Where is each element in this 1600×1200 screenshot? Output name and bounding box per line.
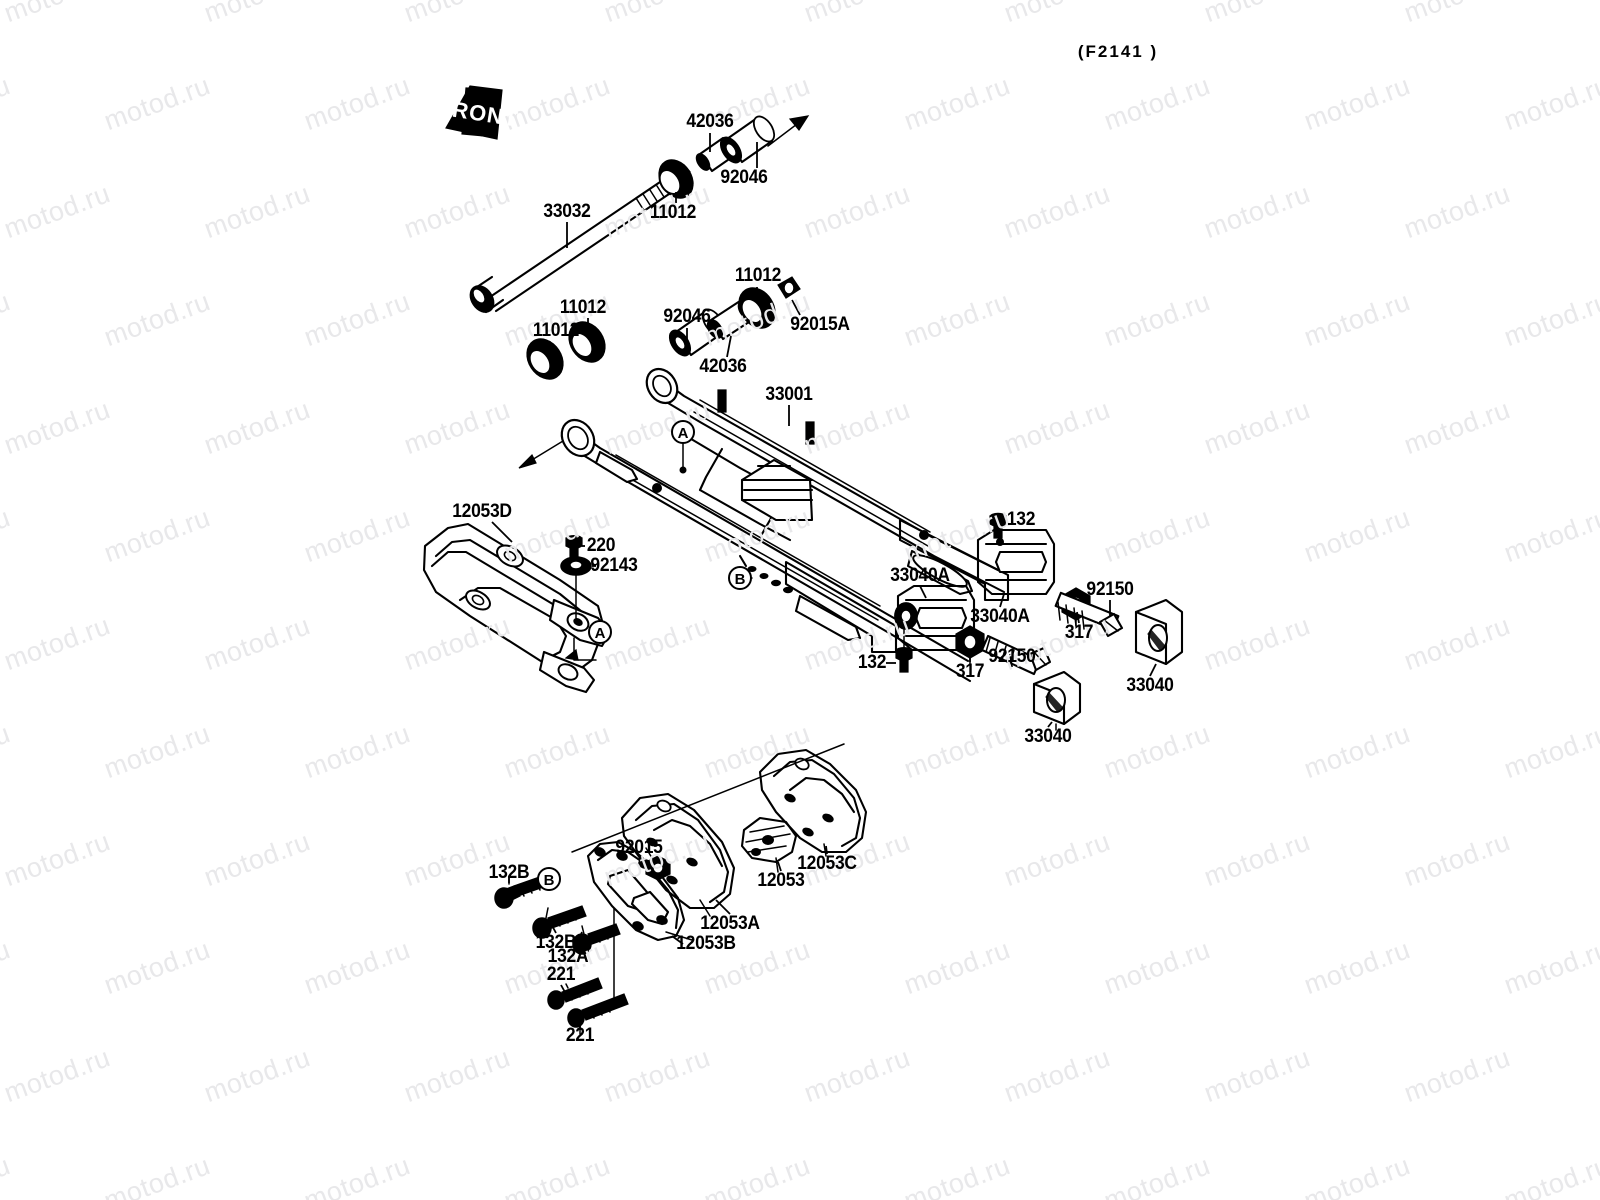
part-label-cap-upper-right[interactable]: 11012 [649, 202, 697, 223]
part-label-chain-adjuster-33040-right[interactable]: 33040 [1126, 675, 1174, 696]
adjuster-33040a-left-graphic [894, 584, 976, 673]
adjuster-33040-right-graphic [1134, 598, 1184, 666]
nut-92015a-graphic [777, 276, 801, 299]
assembly-direction-arrow-upper [767, 115, 810, 147]
part-label-bolt-92150-lower[interactable]: 92150 [988, 646, 1036, 667]
part-label-shaft-swingarm-pivot[interactable]: 33032 [543, 201, 591, 222]
part-label-sleeve-mid[interactable]: 42036 [699, 356, 747, 377]
part-label-sleeve-upper[interactable]: 42036 [686, 111, 734, 132]
part-label-nut-92015a[interactable]: 92015A [790, 314, 850, 335]
bolt-132b-lower-graphic [532, 905, 587, 939]
bolt-132a-graphic [572, 923, 621, 955]
bearing-92046-upper-graphic [719, 115, 776, 164]
part-label-nut-317-upper[interactable]: 317 [1064, 622, 1094, 643]
part-label-cap-left-inner[interactable]: 11012 [559, 297, 607, 318]
bolt-221-upper-graphic [547, 977, 603, 1010]
part-label-bolt-132b-upper[interactable]: 132B [488, 862, 530, 883]
part-label-nut-92015[interactable]: 92015 [615, 837, 663, 858]
part-label-bolt-92150-upper[interactable]: 92150 [1086, 579, 1134, 600]
part-label-nut-317-lower[interactable]: 317 [955, 661, 985, 682]
pivot-shaft-graphic [469, 178, 674, 314]
front-arrow-graphic [445, 85, 503, 140]
bolt-92150-upper-graphic [1054, 591, 1124, 638]
chain-guide-12053b-graphic [586, 840, 693, 1013]
part-label-chain-guide-12053d[interactable]: 12053D [452, 501, 512, 522]
svg-text:FRONT: FRONT [436, 94, 520, 131]
part-label-bolt-132a[interactable]: 132A [547, 946, 589, 967]
part-label-cap-mid-right[interactable]: 11012 [734, 265, 782, 286]
part-label-chain-guide-12053c[interactable]: 12053C [797, 853, 857, 874]
chain-guard-12053d-graphic [422, 522, 612, 694]
collar-92143-graphic [560, 556, 592, 619]
bolt-221-lower-graphic [567, 993, 629, 1035]
part-label-chain-adjuster-33040a-left[interactable]: 33040A [890, 565, 950, 586]
part-label-swingarm-main[interactable]: 33001 [765, 384, 813, 405]
chain-guide-12053-graphic [740, 816, 798, 873]
diagram-code: (F2141 ) [1077, 42, 1159, 61]
chain-guide-12053c-graphic [758, 748, 868, 857]
part-label-collar-92143[interactable]: 92143 [590, 555, 638, 576]
cap-11012-left-outer-graphic [526, 338, 564, 380]
front-marker: FRONT [423, 81, 533, 146]
part-label-chain-guide-12053b[interactable]: 12053B [676, 933, 736, 954]
cap-11012-upper-graphic [658, 159, 694, 199]
part-label-bolt-132-lower[interactable]: 132 [857, 652, 887, 673]
part-label-chain-guide-12053a[interactable]: 12053A [700, 913, 760, 934]
cap-11012-left-inner-graphic [568, 321, 606, 363]
part-label-bolt-132-upper[interactable]: 132 [1006, 509, 1036, 530]
cap-11012-mid-graphic [738, 287, 776, 329]
front-label-text: FRONT [436, 94, 520, 131]
adjuster-33040-lower-graphic [1032, 670, 1082, 731]
part-label-chain-adjuster-33040-lower[interactable]: 33040 [1024, 726, 1072, 747]
leader-lines [491, 133, 1157, 1030]
part-label-bolt-132b-lower[interactable]: 132B [535, 932, 577, 953]
part-label-cap-left-outer[interactable]: 11012 [532, 320, 580, 341]
part-label-chain-guide-12053[interactable]: 12053 [757, 870, 805, 891]
part-label-bolt-221-lower[interactable]: 221 [565, 1025, 595, 1046]
part-label-bearing-needle-mid[interactable]: 92046 [663, 306, 711, 327]
nut-317-lower-graphic [955, 625, 985, 665]
part-label-bolt-221-upper[interactable]: 221 [546, 964, 576, 985]
part-label-screw-220[interactable]: 220 [586, 535, 616, 556]
adjuster-33040a-right-graphic [976, 512, 1056, 596]
swingarm-body-graphic [518, 367, 1010, 683]
part-label-bearing-needle-upper[interactable]: 92046 [720, 167, 768, 188]
part-label-chain-adjuster-33040a-right[interactable]: 33040A [970, 606, 1030, 627]
